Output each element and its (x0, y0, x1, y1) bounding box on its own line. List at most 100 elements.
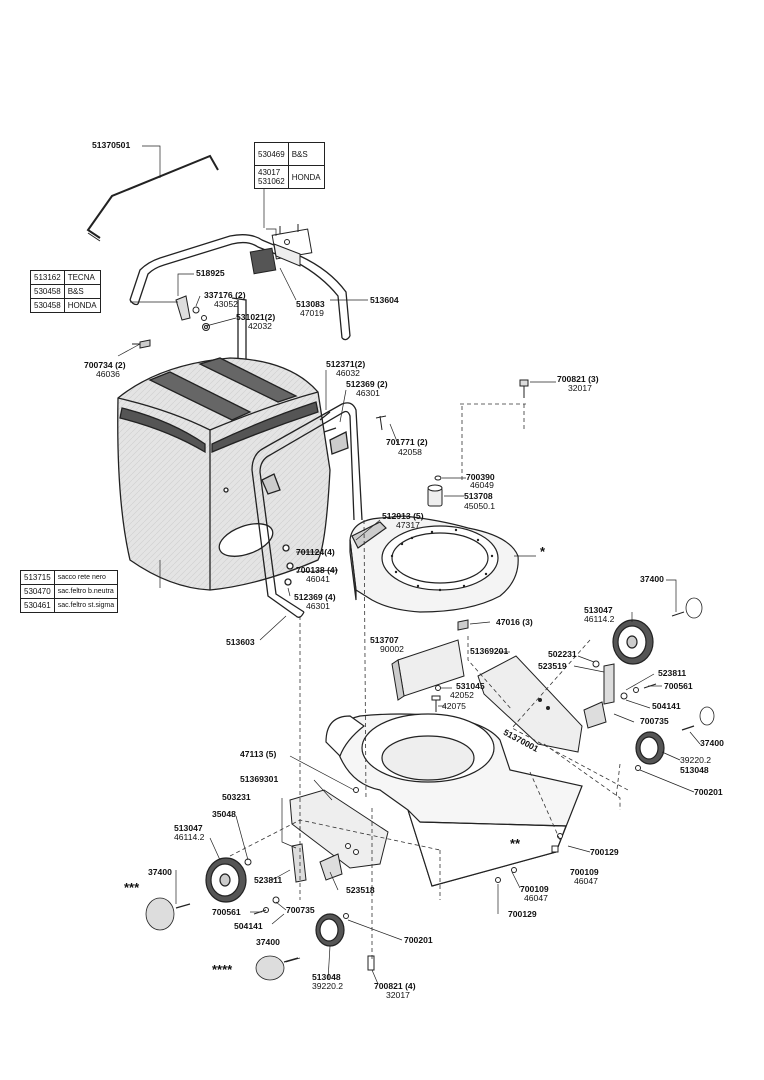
upper-handle-tube (129, 234, 351, 408)
part-label: 700390 (466, 472, 495, 482)
wheel-rear-right (612, 597, 703, 665)
part-label: 700561 (664, 681, 693, 691)
part-label-sub: 90002 (380, 644, 404, 654)
part-label: 37400 (700, 738, 724, 748)
part-label: 51369201 (470, 646, 509, 656)
part-label: 47113 (5) (240, 749, 277, 759)
legend-desc: sac.feltro st.sigma (53, 598, 119, 613)
marker-single-asterisk: * (540, 544, 546, 559)
part-label: 523518 (346, 885, 375, 895)
part-label: 700734 (2) (84, 360, 126, 370)
upper-handle-rod (86, 154, 219, 242)
grass-bag (117, 357, 331, 591)
wheel-front-right (635, 706, 715, 765)
part-label: 512369 (4) (294, 592, 336, 602)
legend-code: 530458 (30, 298, 65, 313)
part-label: 512913 (5) (382, 511, 424, 521)
legend-desc: sacco rete nero (53, 570, 119, 585)
part-label-sub: 39220.2 (680, 755, 712, 765)
part-label: 513048 (680, 765, 709, 775)
part-label-sub: 46114.2 (174, 832, 205, 842)
part-label: 51370501 (92, 140, 131, 150)
part-label: 700129 (508, 909, 537, 919)
upper-blower-housing (349, 515, 519, 613)
part-label-sub: 46301 (306, 601, 330, 611)
part-label: 37400 (148, 867, 172, 877)
part-label: 518925 (196, 268, 225, 278)
part-label: 700735 (640, 716, 669, 726)
part-label: 700821 (4) (374, 981, 416, 991)
legend-code: 513162 (30, 270, 65, 285)
part-label-sub: 42058 (398, 447, 422, 457)
part-label-sub: 46049 (470, 480, 494, 490)
part-label: 513603 (226, 637, 255, 647)
legend-brand: B&S (287, 142, 325, 166)
part-label: 503231 (222, 792, 251, 802)
part-label: 700109 (520, 884, 549, 894)
deflector-plate (391, 639, 465, 701)
small-hardware-top (132, 295, 210, 349)
part-label: 701124(4) (296, 547, 335, 557)
part-label: 37400 (256, 937, 280, 947)
part-label-sub: 32017 (568, 383, 592, 393)
engine-control (249, 224, 313, 275)
part-label-sub: 46114.2 (584, 614, 615, 624)
part-label: 35048 (212, 809, 236, 819)
part-label: 51369301 (240, 774, 279, 784)
part-label-sub: 45050.1 (464, 501, 496, 511)
part-label: 700735 (286, 905, 315, 915)
part-label: 512371(2) (326, 359, 366, 369)
legend-brand: B&S (63, 284, 101, 299)
legend-code: 530470 (20, 584, 55, 599)
part-label-sub: 46036 (96, 369, 120, 379)
axle-bracket-right (477, 655, 583, 753)
part-label: 504141 (652, 701, 681, 711)
part-label: 513604 (370, 295, 399, 305)
marker-quad-asterisk: **** (212, 962, 233, 977)
part-label: 523811 (658, 668, 687, 678)
part-label-sub: 32017 (386, 990, 410, 1000)
small-bolts (343, 685, 641, 971)
part-label: 700138 (4) (296, 565, 338, 575)
part-label: 700821 (3) (557, 374, 599, 384)
part-label-sub: 46041 (306, 574, 330, 584)
legend-code: 530458 (30, 284, 65, 299)
part-label: 513083 (296, 299, 325, 309)
legend-code: 530469 (254, 142, 289, 166)
leader-lines (117, 145, 701, 985)
part-label: 531045 (456, 681, 485, 691)
part-label-sub: 39220.2 (312, 981, 344, 991)
part-label: 512369 (2) (346, 379, 388, 389)
legend-desc: sac.feltro b.neutra (53, 584, 119, 599)
part-label: 337176 (2) (204, 290, 246, 300)
part-label: 502231 (548, 649, 577, 659)
part-label: 513707 (370, 635, 399, 645)
wheel-rear-left (145, 857, 247, 931)
part-label-sub: 43052 (214, 299, 238, 309)
part-label: 513047 (174, 823, 203, 833)
axle-bracket-left (289, 789, 389, 881)
part-label: 700201 (404, 935, 433, 945)
part-label: 701771 (2) (386, 437, 428, 447)
height-adjuster-right (583, 660, 657, 729)
legend-code: 513715 (20, 570, 55, 585)
part-label-sub: 47317 (396, 520, 420, 530)
part-label: 700109 (570, 867, 599, 877)
part-label: 700129 (590, 847, 619, 857)
part-label-sub: 46301 (356, 388, 380, 398)
part-label-sub: 42075 (442, 701, 466, 711)
legend-code: 43017 531062 (254, 165, 289, 189)
spacer-and-screws (375, 379, 529, 631)
marker-triple-asterisk: *** (124, 880, 140, 895)
part-label: 37400 (640, 574, 664, 584)
part-label: 504141 (234, 921, 263, 931)
part-label-sub: 46047 (524, 893, 548, 903)
part-label: 523519 (538, 661, 567, 671)
part-label: 523811 (254, 875, 283, 885)
marker-double-asterisk: ** (510, 836, 521, 851)
legend-brand: HONDA (287, 165, 325, 189)
